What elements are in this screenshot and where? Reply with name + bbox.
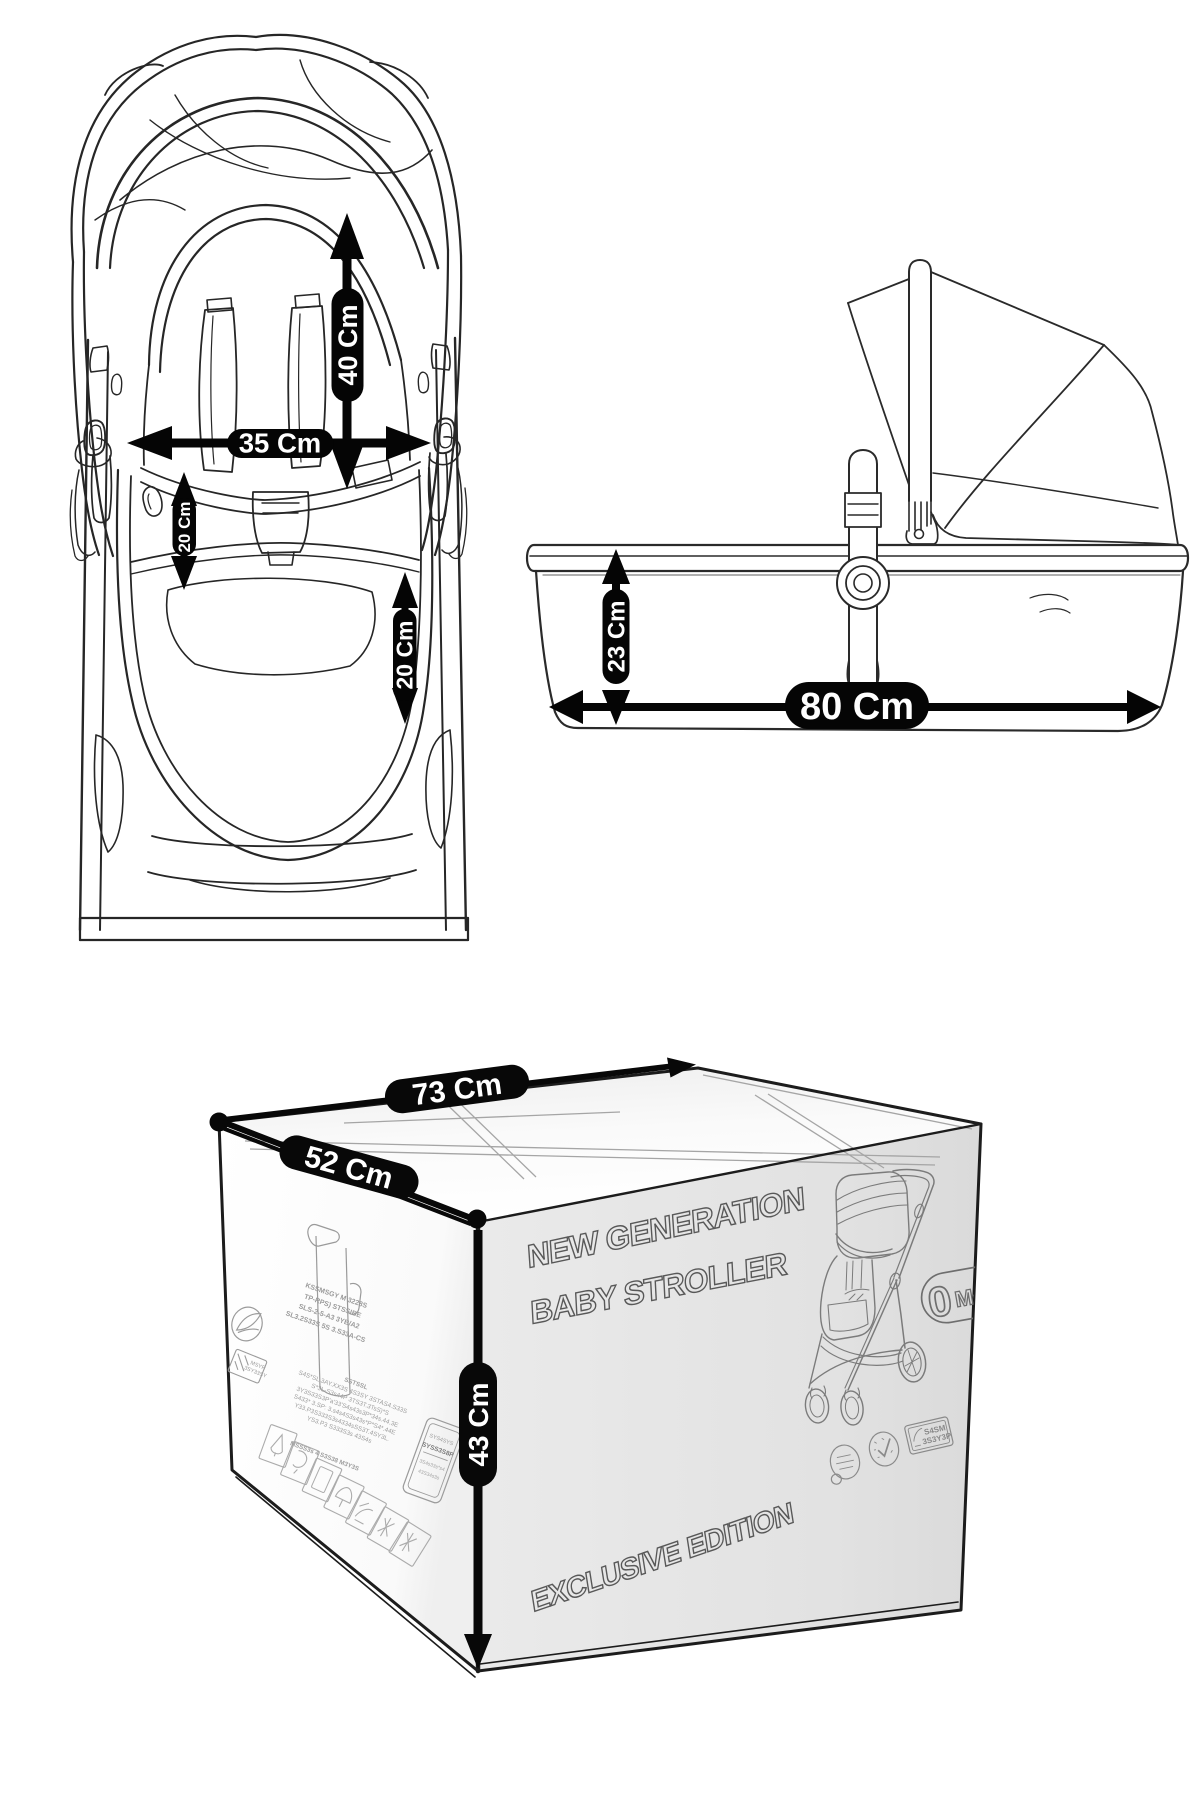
svg-text:80 Cm: 80 Cm: [800, 686, 914, 728]
svg-text:43 Cm: 43 Cm: [463, 1382, 494, 1466]
svg-text:MSYR: MSYR: [249, 1360, 266, 1372]
svg-text:20 Cm: 20 Cm: [392, 620, 418, 689]
svg-text:20 Cm: 20 Cm: [175, 501, 194, 552]
svg-text:35 Cm: 35 Cm: [239, 428, 322, 459]
svg-text:23 Cm: 23 Cm: [604, 600, 631, 672]
svg-text:40 Cm: 40 Cm: [333, 304, 363, 385]
